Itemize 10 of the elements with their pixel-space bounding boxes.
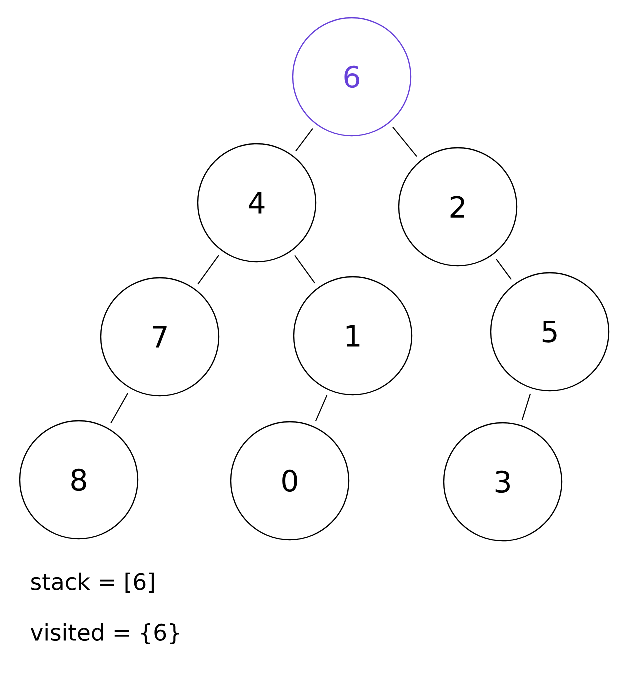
tree-edge — [296, 128, 314, 152]
tree-edge — [315, 395, 328, 422]
tree-edge — [198, 255, 220, 285]
tree-edge — [294, 255, 316, 284]
code-text: visited = {6} — [30, 624, 180, 644]
tree-edge — [522, 394, 532, 420]
tree-edge — [496, 258, 512, 280]
code-text: stack = [6] — [32, 572, 154, 594]
tree-edge — [110, 393, 128, 424]
tree-edge — [392, 126, 418, 158]
